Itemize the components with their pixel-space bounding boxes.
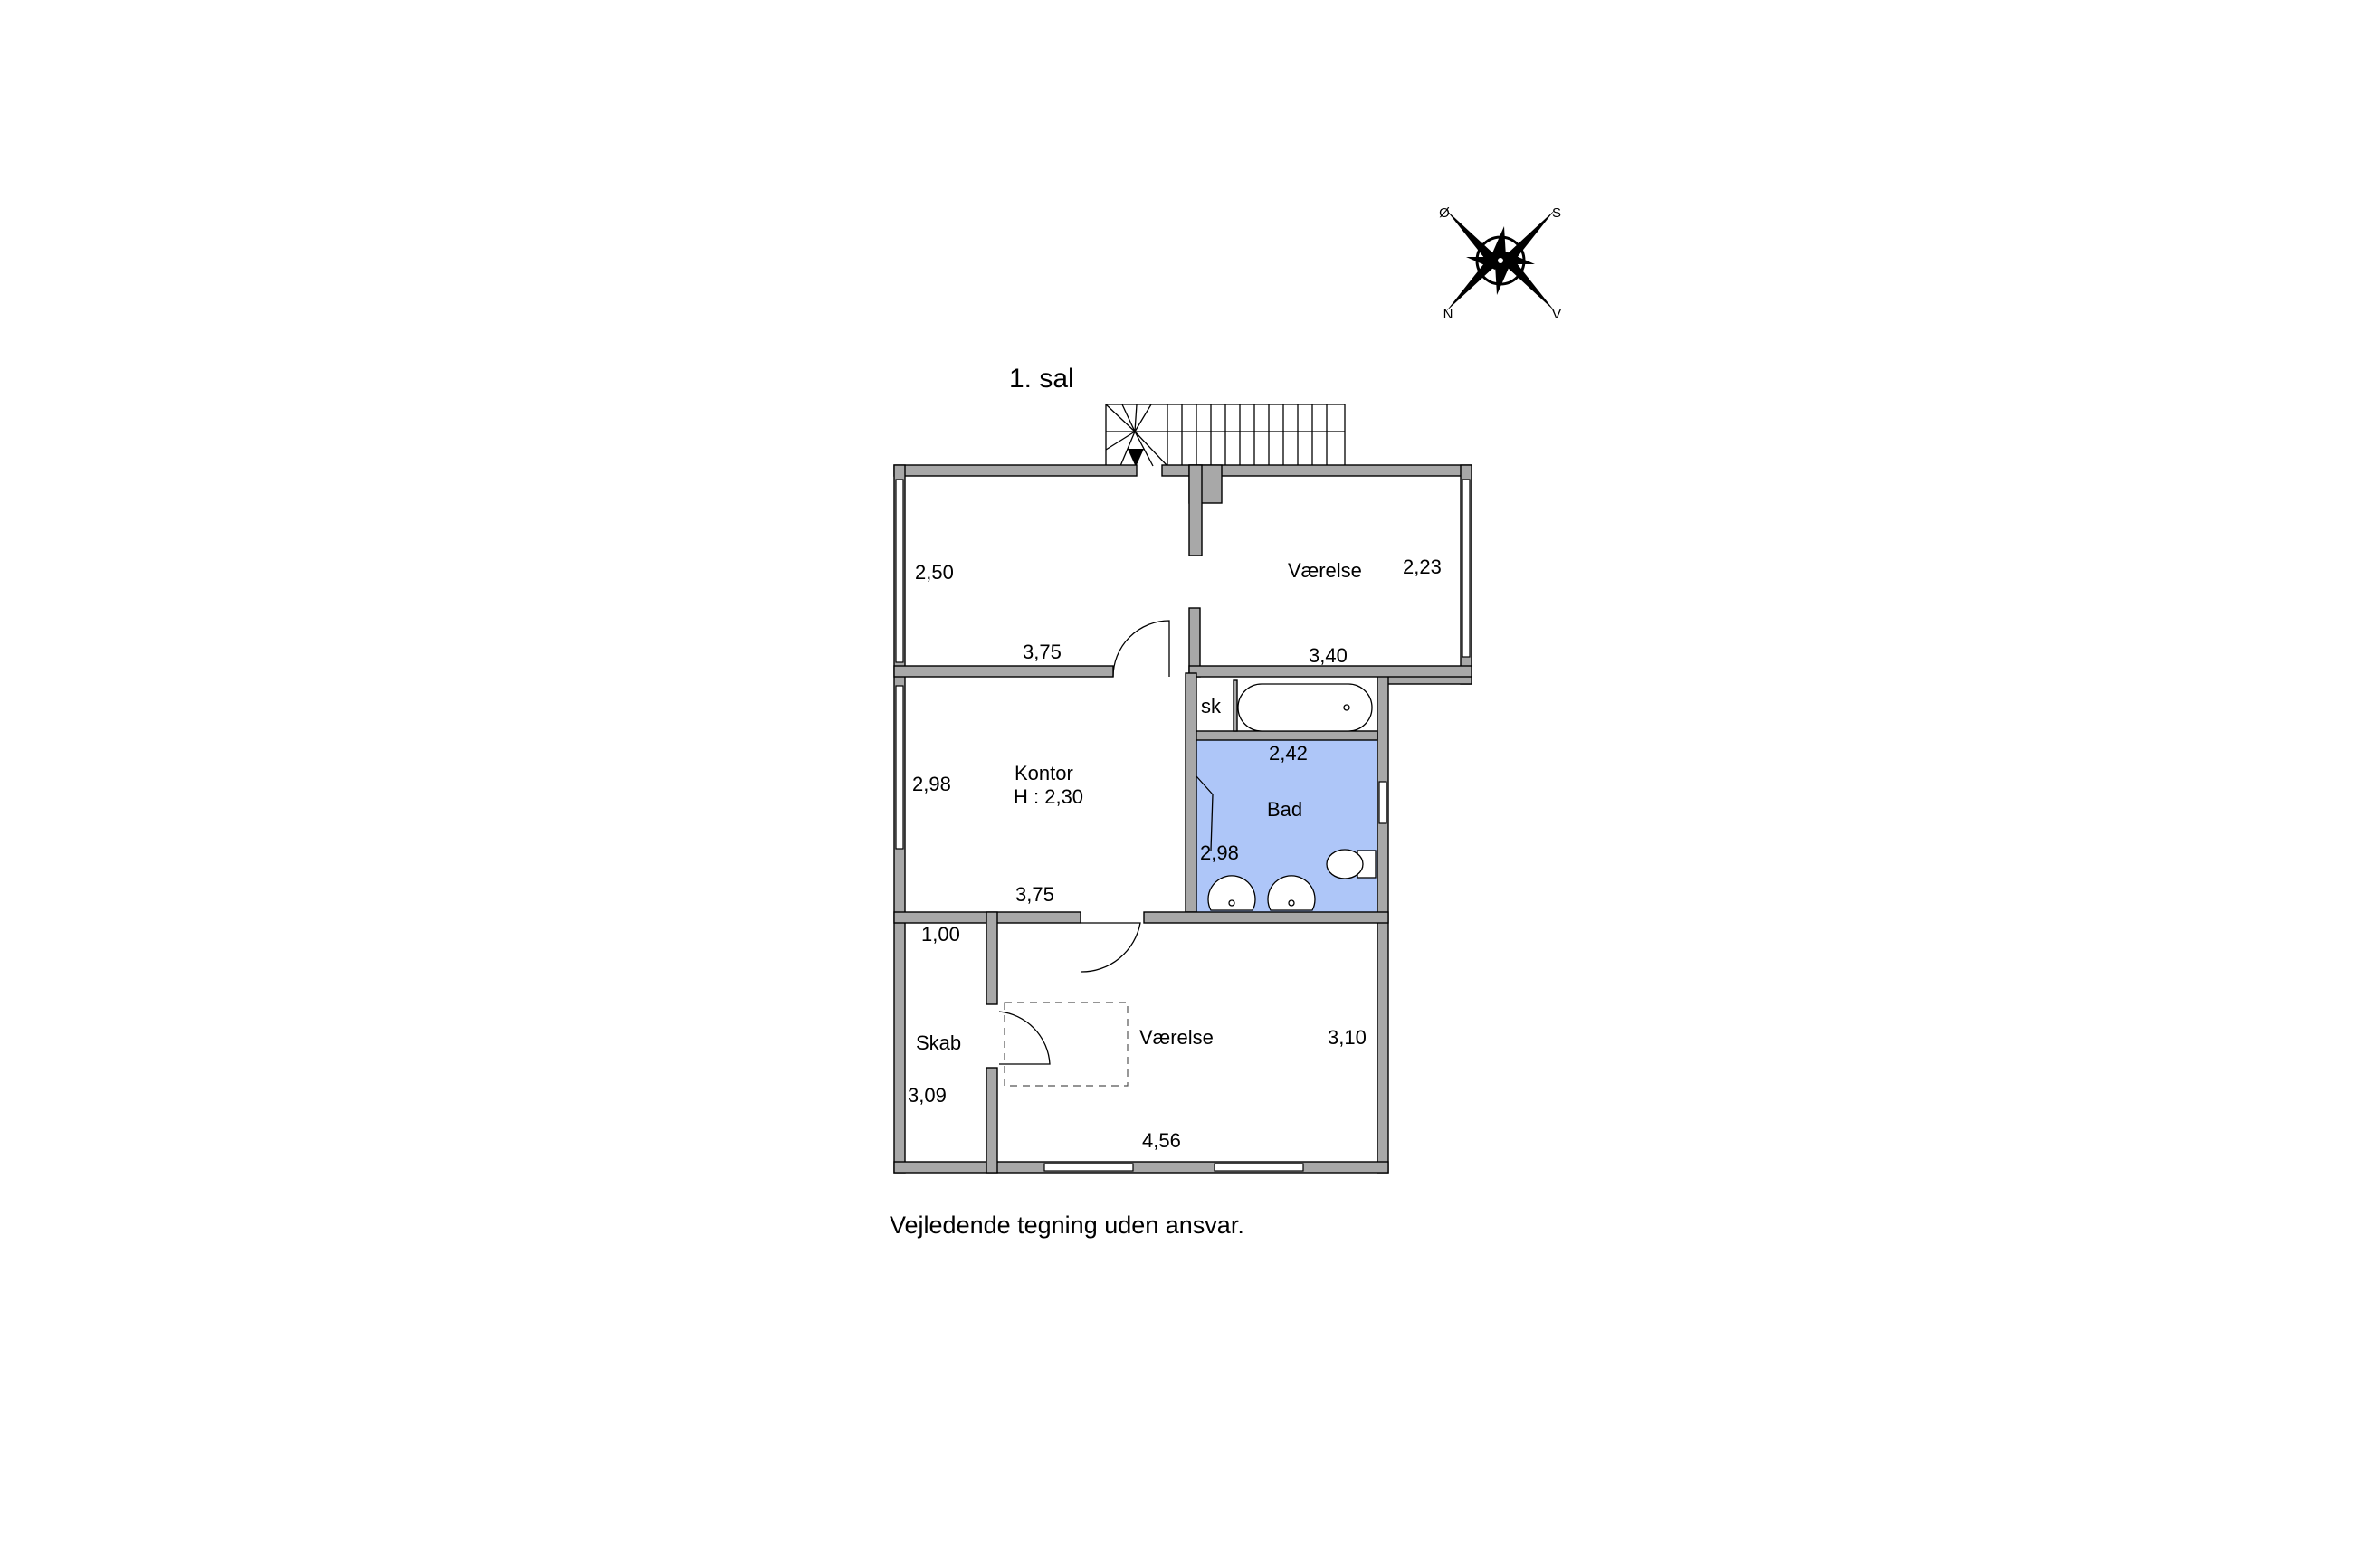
- doors: [998, 620, 1214, 1087]
- skylight: [1004, 1002, 1129, 1087]
- door-skab: [998, 1011, 1051, 1065]
- kontor-dim-width: 3,75: [1015, 883, 1054, 906]
- door-kontor: [1080, 922, 1141, 973]
- windows: [895, 479, 1471, 1172]
- kontor-dim-height: 2,98: [912, 773, 951, 795]
- vaerelse-top-dim-height: 2,23: [1403, 556, 1442, 578]
- compass-north-label: N: [1443, 307, 1453, 322]
- window-left-kontor: [895, 685, 904, 850]
- bath-dim-height: 2,98: [1200, 841, 1239, 864]
- door-hall: [1112, 620, 1170, 678]
- compass-rose: [1446, 210, 1555, 311]
- skab-name: Skab: [916, 1031, 961, 1054]
- floor-label: 1. sal: [1009, 364, 1074, 394]
- bathroom-fixtures: [1207, 683, 1377, 911]
- hall-dim-width: 3,75: [1023, 641, 1062, 663]
- window-bottom-1: [1043, 1163, 1134, 1172]
- window-left-top: [895, 479, 904, 663]
- vaerelse-bottom-dim-height: 3,10: [1328, 1026, 1367, 1049]
- bath-name: Bad: [1267, 798, 1302, 821]
- staircase: [1105, 404, 1346, 467]
- hall-dim-height: 2,50: [915, 561, 954, 584]
- sink-2: [1267, 875, 1316, 911]
- vaerelse-bottom-name: Værelse: [1139, 1026, 1214, 1049]
- kontor-name: Kontor: [1015, 762, 1073, 784]
- sink-1: [1207, 875, 1256, 911]
- skab-dim-height: 3,09: [908, 1084, 947, 1107]
- compass-west-label: V: [1552, 307, 1561, 322]
- bathtub: [1237, 683, 1373, 732]
- compass-south-label: S: [1552, 205, 1561, 221]
- window-right-top: [1462, 479, 1471, 658]
- door-bath: [1196, 775, 1214, 795]
- window-bath: [1378, 781, 1387, 824]
- disclaimer: Vejledende tegning uden ansvar.: [890, 1212, 1244, 1239]
- compass-east-label: Ø: [1439, 205, 1450, 221]
- vaerelse-top-name: Værelse: [1288, 559, 1362, 582]
- kontor-ceiling-height: H : 2,30: [1014, 785, 1083, 808]
- vaerelse-top-dim-width: 3,40: [1309, 644, 1348, 667]
- stair-arrow: [1128, 449, 1144, 467]
- skab-dim-width: 1,00: [921, 923, 960, 946]
- bath-cupboard-label: sk: [1201, 695, 1222, 717]
- bath-dim-width: 2,42: [1269, 742, 1308, 765]
- vaerelse-bottom-dim-width: 4,56: [1142, 1129, 1181, 1152]
- window-bottom-2: [1214, 1163, 1304, 1172]
